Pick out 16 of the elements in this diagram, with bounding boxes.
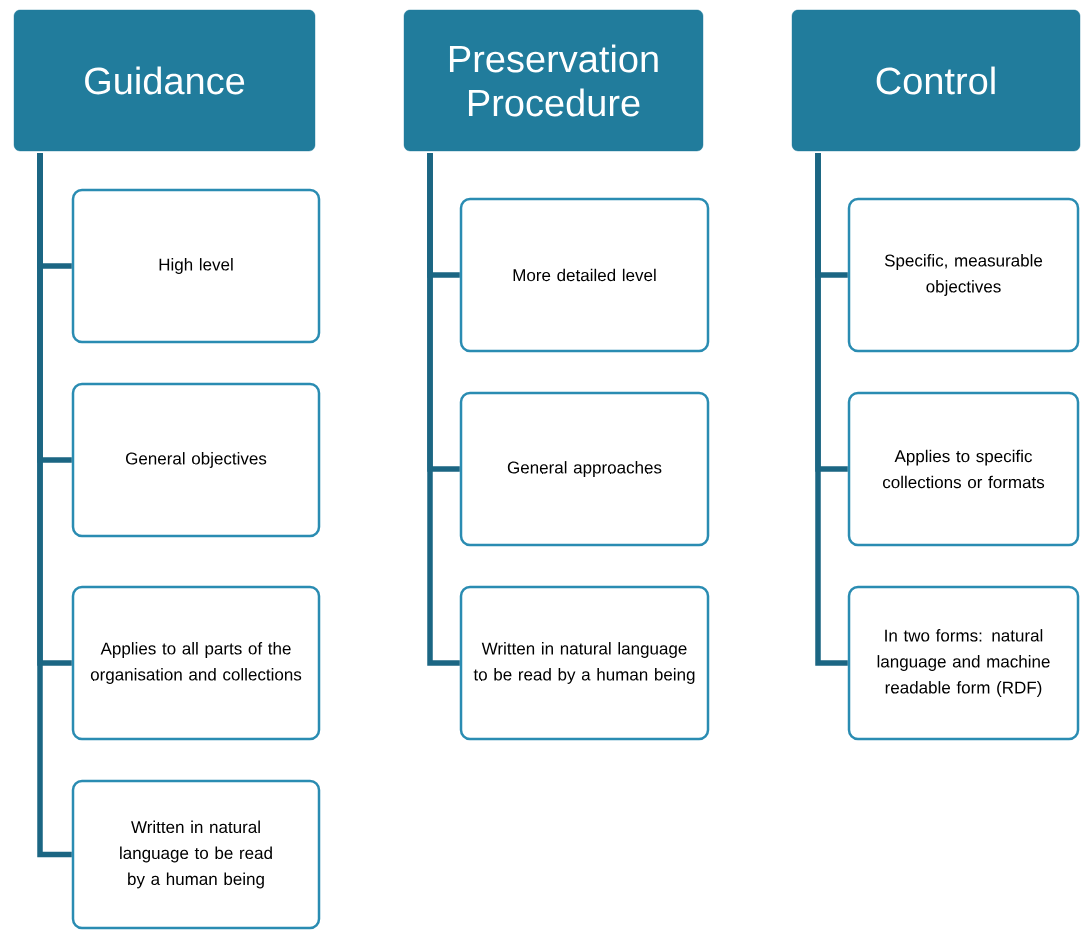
connector-line [815,153,848,666]
text-box: Applies to all parts of the organisation and collections [71,585,321,741]
heading-box: Control [791,9,1081,152]
text-box: High level [71,188,321,344]
text-box: More detailed level [459,197,710,353]
text-box: In two forms: natural language and machine readable form (RDF) [847,585,1080,741]
text-box: Written in natural language to be read by a human being [71,779,321,930]
text-box: Applies to specific collections or formats [847,391,1080,547]
connector-line [37,153,72,858]
text-box: Specific, measurable objectives [847,197,1080,353]
text-box: Written in natural language to be read by a human being [459,585,710,741]
heading-box: Preservation Procedure [403,9,704,152]
text-box: General objectives [71,382,321,538]
text-box: General approaches [459,391,710,547]
heading-box: Guidance [13,9,316,152]
connector-line [427,153,460,666]
